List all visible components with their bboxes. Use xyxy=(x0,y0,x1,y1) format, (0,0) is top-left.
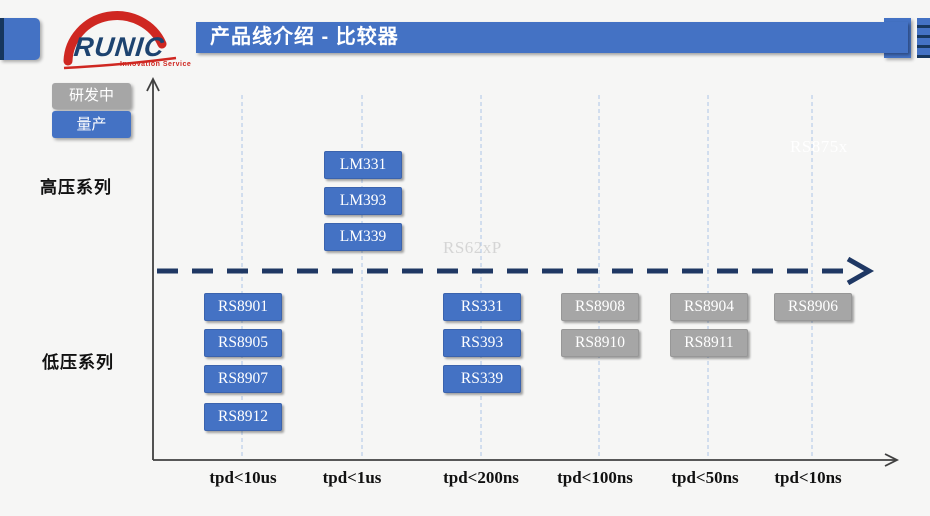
x-tick-label: tpd<50ns xyxy=(671,468,739,487)
right-corner-stripes-decoration xyxy=(917,18,930,58)
legend-mass-production: 量产 xyxy=(52,111,131,138)
group-label-high-voltage: 高压系列 xyxy=(40,178,112,197)
x-tick-label: tpd<200ns xyxy=(443,468,519,487)
gridline-group xyxy=(241,95,813,458)
chip-rs339: RS339 xyxy=(443,365,521,393)
company-logo: RUNIC Innovation Service xyxy=(58,8,192,70)
x-axis-arrowhead xyxy=(884,453,900,467)
y-axis-arrowhead xyxy=(146,76,160,92)
logo-arc-graphic xyxy=(63,11,177,70)
chip-rs8910: RS8910 xyxy=(561,329,639,357)
left-corner-decoration xyxy=(0,18,40,60)
chip-rs8904: RS8904 xyxy=(670,293,748,321)
chip-rs8905: RS8905 xyxy=(204,329,282,357)
watermark-top-right: RS875x xyxy=(790,137,848,156)
x-tick-label: tpd<10ns xyxy=(774,468,842,487)
chip-lm339: LM339 xyxy=(324,223,402,251)
group-label-low-voltage: 低压系列 xyxy=(42,353,114,372)
slide-title: 产品线介绍 - 比较器 xyxy=(196,22,908,53)
chip-rs393: RS393 xyxy=(443,329,521,357)
chip-rs8908: RS8908 xyxy=(561,293,639,321)
watermark-center: RS62xP xyxy=(443,238,502,257)
chip-lm331: LM331 xyxy=(324,151,402,179)
x-tick-label: tpd<1us xyxy=(322,468,382,487)
logo-tagline: Innovation Service xyxy=(120,61,192,68)
chip-rs331: RS331 xyxy=(443,293,521,321)
chip-rs8911: RS8911 xyxy=(670,329,748,357)
chip-rs8907: RS8907 xyxy=(204,365,282,393)
chip-lm393: LM393 xyxy=(324,187,402,215)
x-tick-label: tpd<10us xyxy=(209,468,277,487)
x-tick-label: tpd<100ns xyxy=(557,468,633,487)
timeline-arrowhead xyxy=(846,256,875,286)
chip-rs8906: RS8906 xyxy=(774,293,852,321)
legend-in-development: 研发中 xyxy=(52,83,131,109)
chip-rs8901: RS8901 xyxy=(204,293,282,321)
chip-rs8912: RS8912 xyxy=(204,403,282,431)
